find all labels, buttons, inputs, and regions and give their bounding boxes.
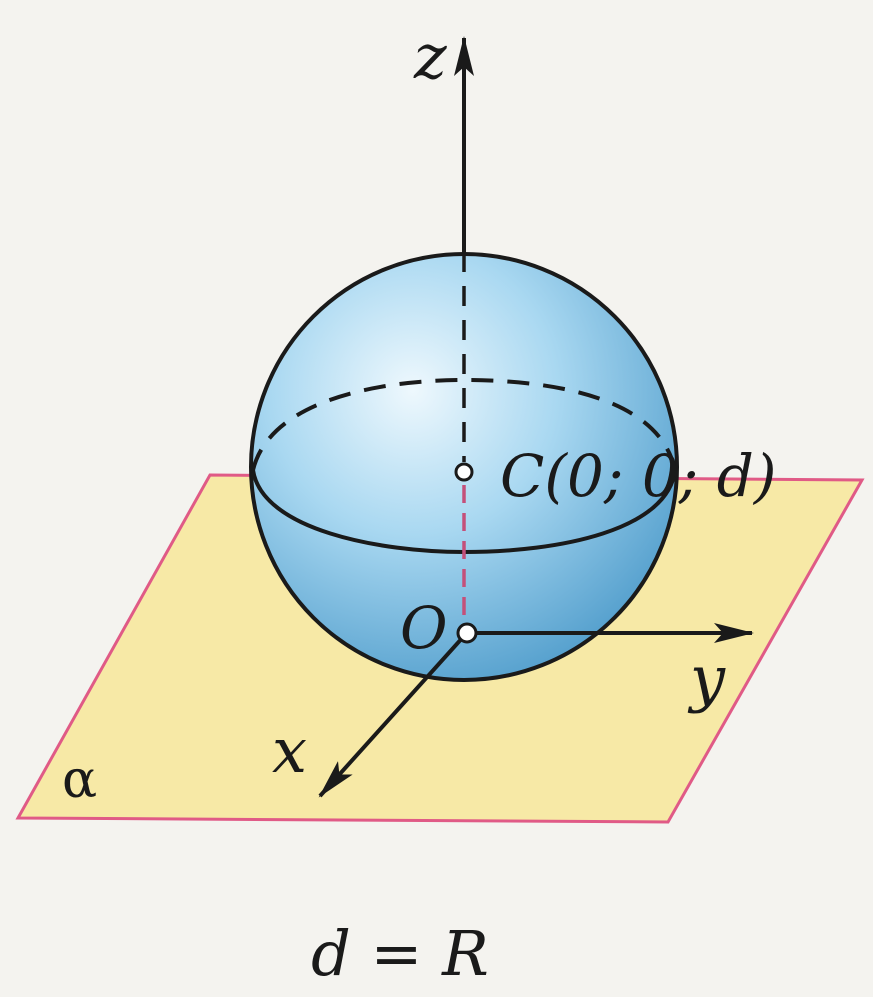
z-axis-label: z (413, 20, 447, 93)
x-axis-label: x (272, 714, 307, 787)
plane-alpha-label: α (62, 750, 97, 810)
x-axis (318, 634, 466, 798)
center-point (454, 462, 474, 482)
center-label: C(0; 0; d) (500, 442, 777, 510)
caption: d = R (311, 917, 489, 990)
origin-point (456, 622, 478, 644)
origin-label: O (400, 594, 448, 662)
y-axis-label: y (687, 642, 726, 715)
